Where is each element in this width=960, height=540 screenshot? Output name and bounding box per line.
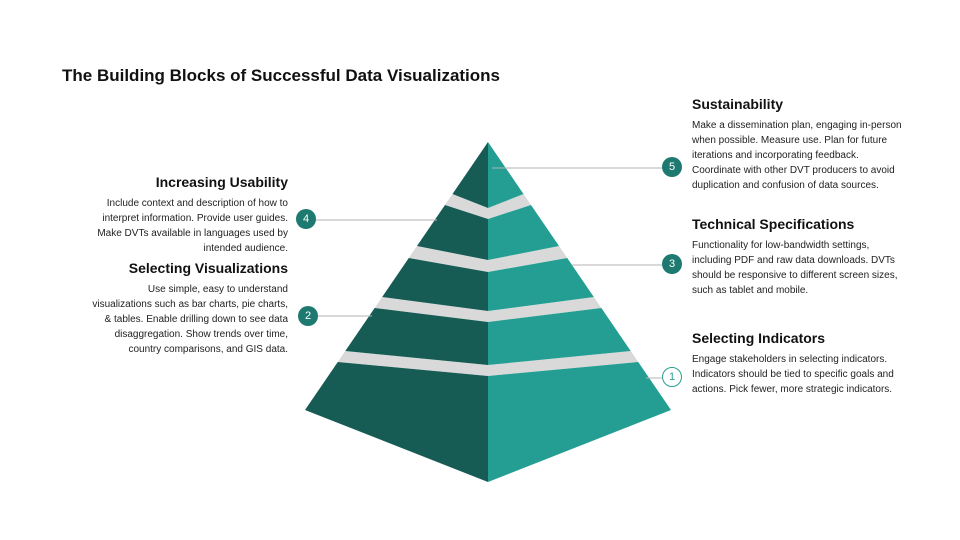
- level-2-description: Use simple, easy to understand visualiza…: [92, 284, 288, 355]
- level-4-block: Increasing Usability Include context and…: [86, 174, 288, 256]
- level-4-description: Include context and description of how t…: [97, 198, 288, 254]
- pyramid-tier-2-right-face: [488, 308, 631, 365]
- level-2-block: Selecting Visualizations Use simple, eas…: [86, 260, 288, 357]
- level-5-badge: 5: [662, 157, 682, 177]
- level-5-description: Make a dissemination plan, engaging in-p…: [692, 120, 902, 191]
- level-5-heading: Sustainability: [692, 96, 784, 112]
- level-1-badge: 1: [662, 367, 682, 387]
- pyramid-separator: [408, 246, 568, 272]
- level-1-description: Engage stakeholders in selecting indicat…: [692, 354, 894, 395]
- pyramid-tier-3-left-face: [382, 258, 488, 311]
- pyramid-tier-2-left-face: [345, 308, 488, 365]
- pyramid-tier-4-left-face: [416, 205, 488, 260]
- level-3-description: Functionality for low-bandwidth settings…: [692, 240, 898, 296]
- pyramid-tier-1-left-face: [305, 362, 488, 482]
- level-1-heading: Selecting Indicators: [692, 330, 826, 346]
- level-2-heading: Selecting Visualizations: [128, 260, 288, 276]
- page-title: The Building Blocks of Successful Data V…: [62, 66, 501, 85]
- pyramid-separator: [374, 297, 602, 322]
- level-1-block: Selecting Indicators Engage stakeholders…: [692, 330, 907, 397]
- pyramid-tier-4-right-face: [488, 205, 560, 260]
- pyramid-separator: [337, 351, 639, 376]
- pyramid-separator: [444, 194, 532, 219]
- level-2-badge: 2: [298, 306, 318, 326]
- level-3-block: Technical Specifications Functionality f…: [692, 216, 902, 298]
- pyramid-tier-3-right-face: [488, 258, 594, 311]
- pyramid-tier-5-left-face: [452, 142, 488, 208]
- level-3-heading: Technical Specifications: [692, 216, 855, 232]
- level-3-badge: 3: [662, 254, 682, 274]
- pyramid-tier-5-right-face: [488, 142, 524, 208]
- level-5-block: Sustainability Make a dissemination plan…: [692, 96, 907, 193]
- level-4-heading: Increasing Usability: [155, 174, 288, 190]
- pyramid-tier-1-right-face: [488, 362, 671, 482]
- level-4-badge: 4: [296, 209, 316, 229]
